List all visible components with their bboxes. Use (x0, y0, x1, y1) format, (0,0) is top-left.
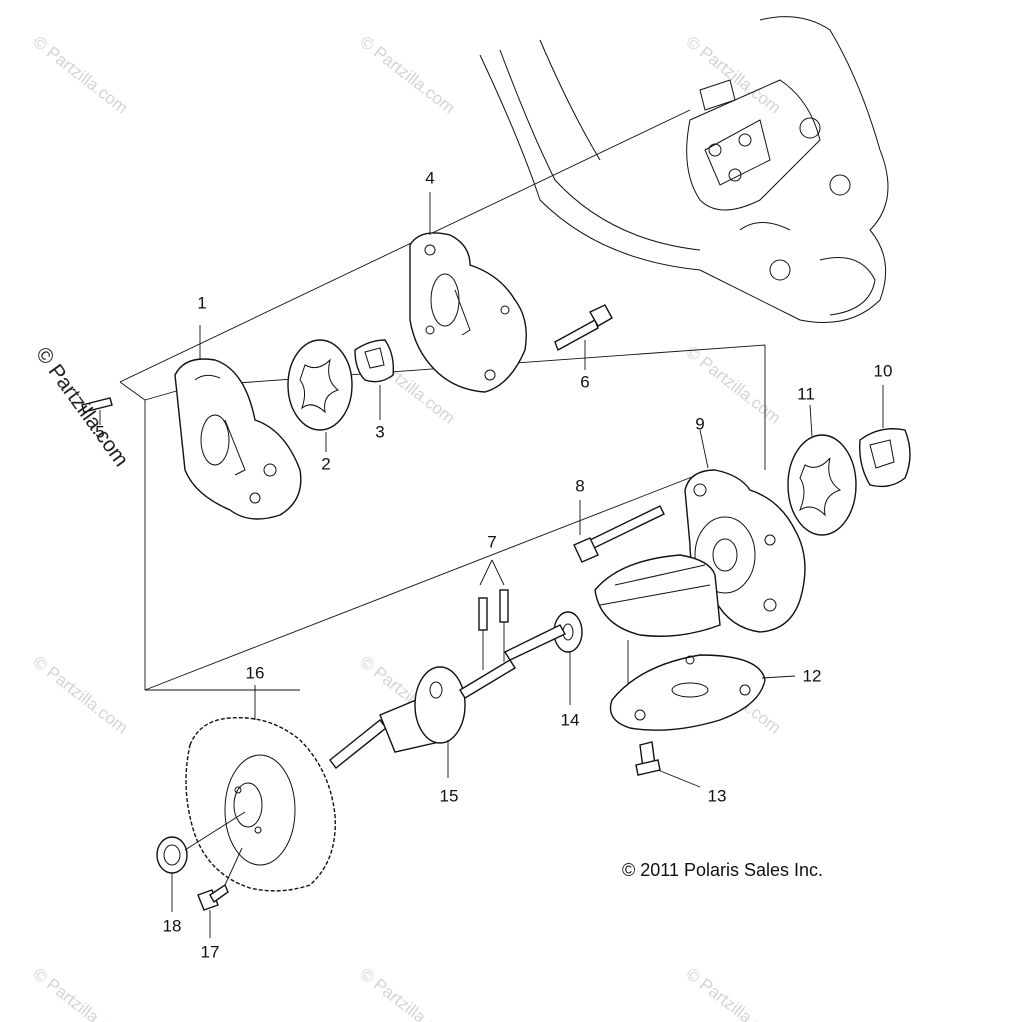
dowel-pin-5 (81, 397, 113, 413)
engine-case (479, 16, 889, 323)
inner-rotor-10 (859, 428, 911, 488)
leader-7a (479, 559, 493, 586)
callout-16: 16 (245, 663, 265, 683)
pump-body-1 (174, 358, 302, 520)
bolt-6 (554, 304, 613, 352)
callout-2: 2 (321, 454, 331, 474)
pins-7 (478, 589, 509, 670)
callout-17: 17 (200, 942, 220, 962)
leader-13 (657, 769, 701, 788)
leader-12 (761, 675, 796, 679)
copyright-text: © 2011 Polaris Sales Inc. (622, 860, 824, 880)
callout-15: 15 (439, 786, 459, 806)
leader-9 (699, 429, 709, 469)
cover-plate-12 (609, 654, 766, 731)
callout-10: 10 (873, 361, 893, 381)
outer-rotor-11 (787, 434, 857, 536)
leader-18-gear (184, 811, 246, 851)
outer-rotor-2 (287, 339, 353, 431)
bolt-8 (573, 505, 665, 563)
callout-18: 18 (162, 916, 182, 936)
gear-16 (185, 716, 336, 892)
leader-11 (809, 404, 813, 437)
callout-7: 7 (487, 532, 497, 552)
callout-14: 14 (560, 710, 580, 730)
callout-1: 1 (197, 293, 207, 313)
callout-9: 9 (695, 414, 705, 434)
washer-18 (156, 836, 188, 874)
callout-4: 4 (425, 168, 435, 188)
callout-5: 5 (95, 422, 105, 442)
callout-13: 13 (707, 786, 727, 806)
pickup-screen (594, 554, 721, 637)
callout-12: 12 (802, 666, 822, 686)
pump-plate-4 (409, 232, 527, 393)
shaft-15 (329, 624, 566, 769)
leader-7b (491, 559, 505, 586)
callout-3: 3 (375, 422, 385, 442)
callout-11: 11 (797, 384, 815, 404)
inner-rotor-3 (354, 339, 395, 383)
callout-6: 6 (580, 372, 590, 392)
callout-8: 8 (575, 476, 585, 496)
screw-13 (635, 741, 661, 776)
leader-17-gear (224, 847, 243, 886)
bolt-17 (197, 883, 229, 911)
